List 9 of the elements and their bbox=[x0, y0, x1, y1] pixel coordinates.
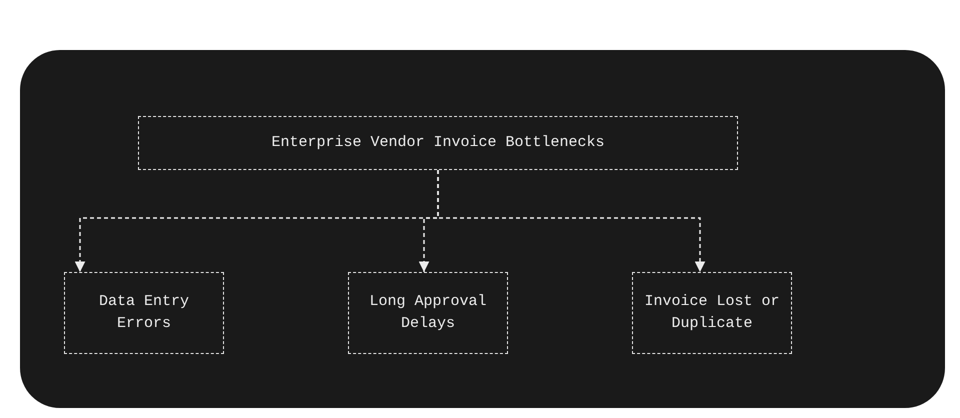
category-box bbox=[348, 272, 508, 354]
node-label: Long Approval Delays bbox=[368, 292, 488, 334]
category-box bbox=[632, 272, 792, 354]
node-label: Data Entry Errors bbox=[98, 292, 190, 334]
category-box bbox=[64, 272, 224, 354]
node-label: Enterprise Vendor Invoice Bottlenecks bbox=[271, 133, 605, 154]
node-label: Invoice Lost or Duplicate bbox=[643, 292, 781, 334]
title-box bbox=[138, 116, 738, 170]
connector-arrow bbox=[437, 170, 706, 272]
